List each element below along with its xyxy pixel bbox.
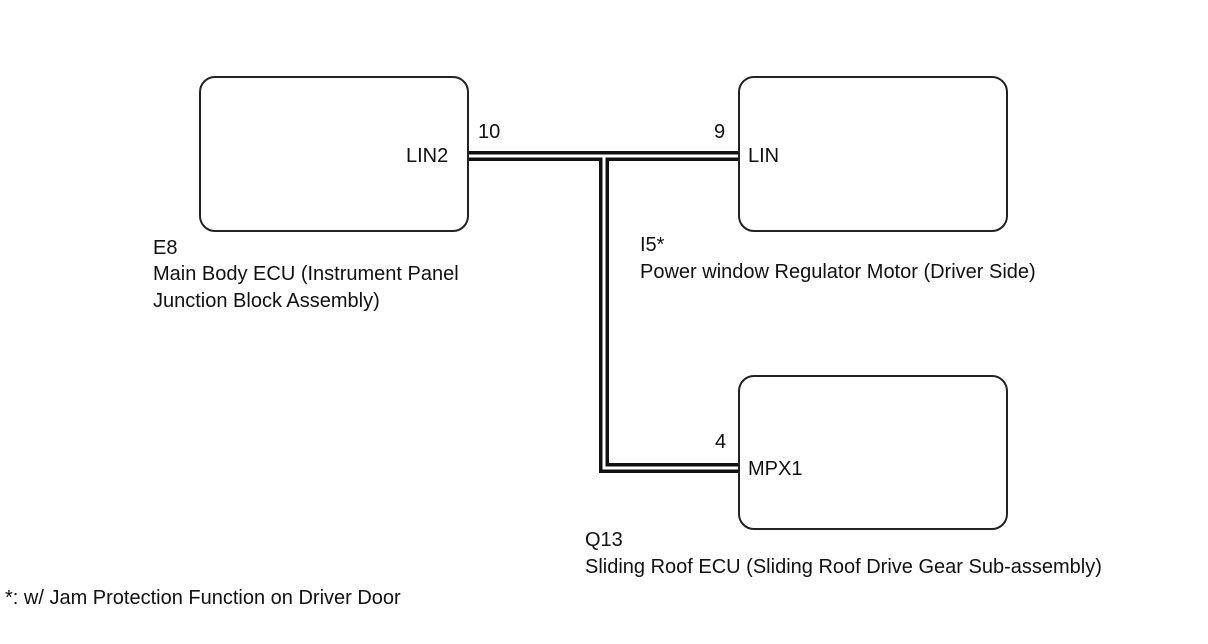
power-window-motor-box bbox=[738, 76, 1008, 232]
e8-code: E8 bbox=[153, 237, 178, 259]
q13-pin-number: 4 bbox=[715, 431, 727, 453]
e8-name-line2: Junction Block Assembly) bbox=[153, 290, 380, 312]
i5-pin-number: 9 bbox=[714, 121, 726, 143]
q13-code: Q13 bbox=[585, 529, 623, 551]
e8-terminal-label: LIN2 bbox=[406, 145, 449, 167]
e8-pin-number: 10 bbox=[478, 121, 501, 143]
e8-name-line1: Main Body ECU (Instrument Panel bbox=[153, 263, 459, 285]
i5-name: Power window Regulator Motor (Driver Sid… bbox=[640, 261, 1036, 283]
main-body-ecu-box bbox=[199, 76, 469, 232]
sliding-roof-ecu-box bbox=[738, 375, 1008, 530]
q13-terminal-label: MPX1 bbox=[748, 458, 803, 480]
footnote: *: w/ Jam Protection Function on Driver … bbox=[5, 587, 401, 609]
q13-name: Sliding Roof ECU (Sliding Roof Drive Gea… bbox=[585, 556, 1102, 578]
i5-code: I5* bbox=[640, 234, 665, 256]
i5-terminal-label: LIN bbox=[748, 145, 780, 167]
wire-branch-to-q13 bbox=[599, 156, 740, 473]
